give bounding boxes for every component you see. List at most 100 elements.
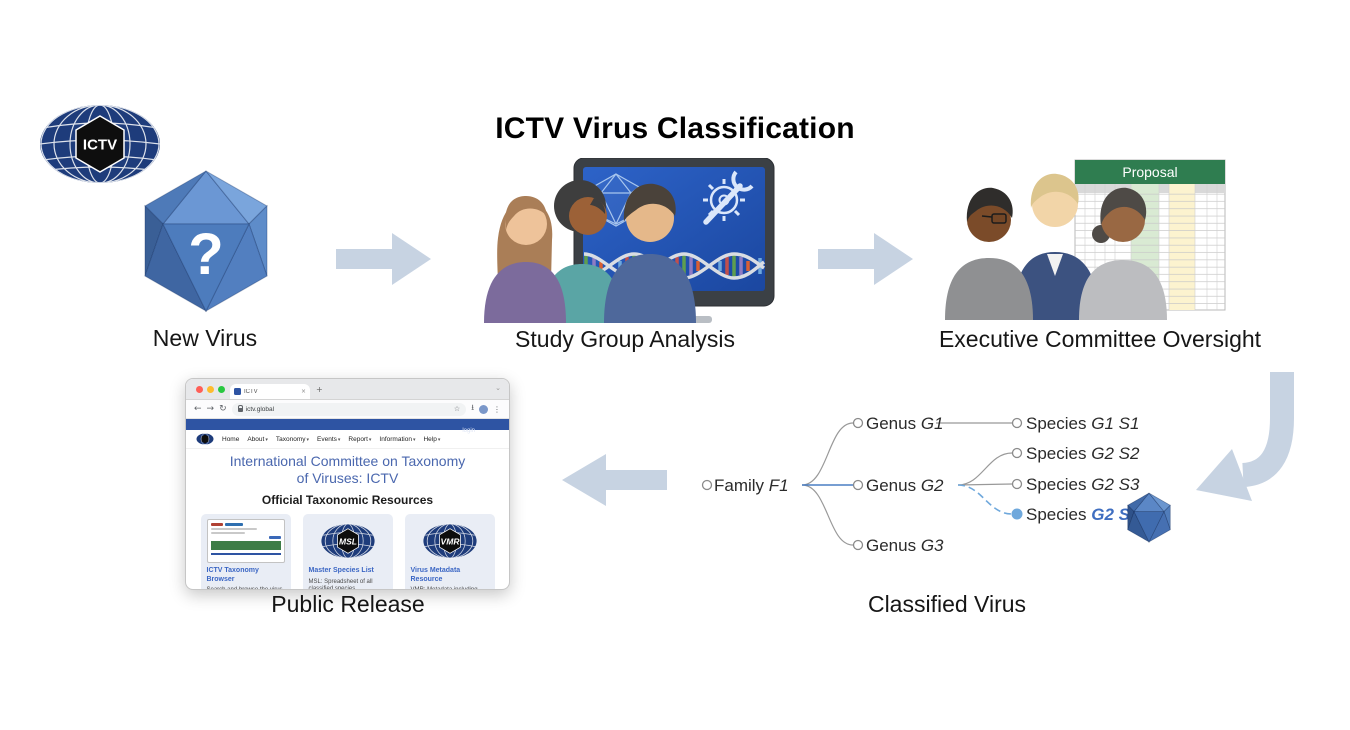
tree-nodes (701, 417, 1023, 551)
card-title[interactable]: Virus Metadata Resource (410, 567, 461, 583)
ictv-logo: ICTV (40, 105, 160, 183)
browser-titlebar: ICTV × + ⌄ (186, 379, 509, 400)
card-description: MSL: Spreadsheet of all classified speci… (308, 578, 373, 590)
site-heading: International Committee on Taxonomy of V… (229, 453, 466, 486)
site-nav-help[interactable]: Help (423, 436, 440, 443)
tree-label-species3: Species G2 S3 (1026, 475, 1139, 495)
tree-node-highlight (1011, 508, 1023, 520)
study-group-illustration (484, 158, 775, 323)
site-nav-taxonomy[interactable]: Taxonomy (276, 436, 309, 443)
arrow-curved-down-left-icon (1196, 372, 1294, 501)
maximize-window-icon[interactable] (218, 386, 225, 393)
card-title[interactable]: ICTV Taxonomy Browser (206, 567, 259, 583)
card-description: VMR: Metadata including exemplar viruses (410, 587, 478, 590)
taxonomy-tree (701, 417, 1023, 551)
tree-label-species1: Species G1 S1 (1026, 414, 1139, 434)
minimize-window-icon[interactable] (207, 386, 214, 393)
site-nav-report[interactable]: Report (348, 436, 371, 443)
rank-text: Species (1026, 475, 1087, 494)
profile-avatar[interactable] (479, 404, 488, 414)
tab-favicon-icon (234, 388, 241, 395)
card-title[interactable]: Master Species List (308, 567, 374, 574)
address-bar[interactable]: ictv.global ☆ (231, 402, 467, 416)
person-bun-icon (1079, 187, 1167, 320)
reload-icon[interactable]: ↻ (219, 403, 227, 414)
classified-virus-label: Classified Virus (867, 591, 1027, 617)
tree-label-species4: Species G2 S4 (1026, 505, 1139, 525)
back-icon[interactable]: ← (194, 403, 202, 414)
rank-text: Genus (866, 536, 917, 555)
browser-toolbar: ← → ↻ ictv.global ☆ ⭳ ⋮ (186, 400, 509, 419)
site-nav-home[interactable]: Home (222, 435, 240, 443)
logo-acronym: ICTV (83, 137, 117, 154)
page-title: ICTV Virus Classification (495, 112, 855, 145)
url-text: ictv.global (245, 405, 275, 413)
site-nav-events[interactable]: Events (317, 436, 340, 443)
person-blue-icon (604, 183, 696, 323)
rank-text: Family (714, 476, 765, 495)
card-master-species-list[interactable]: MSL Master Species List MSL: Spreadsheet… (302, 514, 393, 590)
tree-branch-highlight-dashed (957, 484, 1013, 515)
tree-branches (801, 422, 1013, 546)
rank-text: Species (1026, 444, 1087, 463)
tab-title: ICTV (244, 388, 258, 395)
id-text: G1 S1 (1091, 414, 1140, 433)
card-virus-metadata-resource[interactable]: VMR Virus Metadata Resource VMR: Metadat… (404, 514, 495, 590)
id-text: F1 (768, 476, 789, 495)
id-text: G2 (920, 476, 944, 495)
id-text: G2 S3 (1091, 475, 1140, 494)
public-release-label: Public Release (271, 591, 425, 617)
close-window-icon[interactable] (196, 386, 203, 393)
new-virus-icon: ? (144, 170, 268, 313)
browser-window: ICTV × + ⌄ ← → ↻ ictv.global ☆ ⭳ ⋮ login (185, 378, 510, 590)
tab-close-icon[interactable]: × (300, 388, 306, 395)
downloads-icon[interactable]: ⭳ (471, 403, 474, 412)
taxonomy-browser-thumbnail (206, 519, 285, 563)
msl-acronym: MSL (338, 536, 356, 546)
msl-logo: MSL (309, 519, 387, 563)
site-login-bar: login (186, 419, 509, 434)
id-text: G1 (920, 414, 944, 433)
executive-committee-label: Executive Committee Oversight (938, 326, 1262, 352)
arrow-right-icon (818, 233, 913, 285)
proposal-header: Proposal (1122, 164, 1178, 180)
rank-text: Species (1026, 414, 1087, 433)
classified-virus-icon (1127, 492, 1171, 543)
tree-label-species2: Species G2 S2 (1026, 444, 1139, 464)
site-resource-cards: ICTV Taxonomy Browser Search and browse … (186, 514, 509, 590)
card-description: Search and browse the virus taxonomy (206, 587, 283, 590)
lock-icon (237, 405, 244, 412)
arrow-left-icon (562, 454, 667, 506)
site-logo-icon[interactable] (196, 433, 214, 445)
person-blond-icon (1013, 173, 1099, 320)
login-link[interactable]: login (462, 428, 475, 434)
browser-tab[interactable]: ICTV × (230, 384, 310, 399)
executive-committee-illustration (945, 159, 1226, 320)
bookmark-star-icon[interactable]: ☆ (453, 405, 461, 413)
arrow-right-icon (336, 233, 431, 285)
tree-label-genus1: Genus G1 (866, 414, 944, 434)
study-group-label: Study Group Analysis (515, 326, 735, 352)
rank-text: Genus (866, 476, 917, 495)
question-mark-glyph: ? (188, 222, 223, 287)
card-taxonomy-browser[interactable]: ICTV Taxonomy Browser Search and browse … (200, 514, 291, 590)
person-glasses-icon (945, 187, 1033, 320)
id-text: G3 (920, 536, 944, 555)
tree-label-genus2: Genus G2 (866, 476, 944, 496)
person-purple-icon (484, 196, 566, 323)
new-virus-label: New Virus (152, 325, 258, 351)
tree-label-family: Family F1 (714, 476, 789, 496)
browser-menu-icon[interactable]: ⋮ (493, 404, 501, 414)
site-nav-information[interactable]: Information (379, 436, 415, 443)
forward-icon[interactable]: → (206, 403, 215, 414)
site-nav-about[interactable]: About (247, 436, 268, 443)
site-nav: Home About Taxonomy Events Report Inform… (186, 430, 509, 449)
logo-hexagon (75, 115, 125, 173)
site-resources-heading: Official Taxonomic Resources (261, 493, 434, 507)
rank-text: Species (1026, 505, 1087, 524)
vmr-logo: VMR (411, 519, 489, 563)
window-menu-icon[interactable]: ⌄ (495, 384, 501, 392)
new-tab-icon[interactable]: + (316, 385, 323, 394)
id-text: G2 S4 (1091, 505, 1140, 524)
